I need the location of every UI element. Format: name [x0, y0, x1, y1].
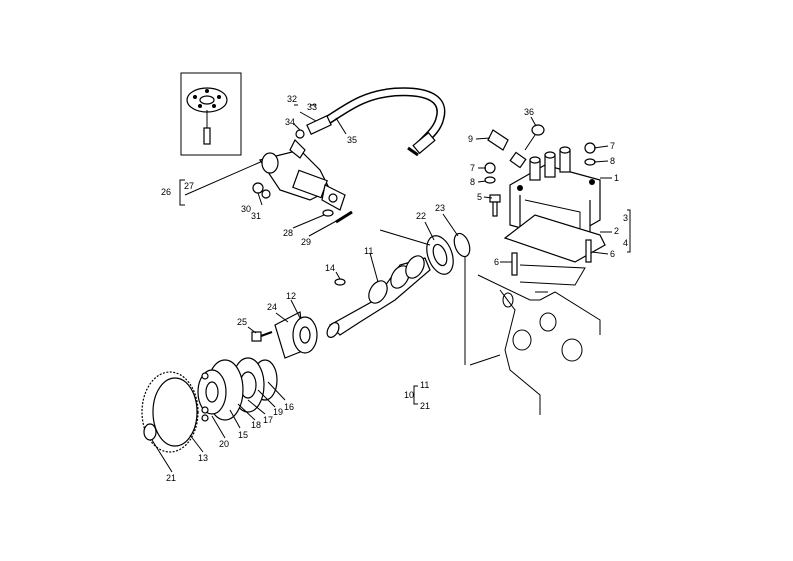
callout-1: 1 — [614, 173, 619, 183]
hub-12 — [292, 316, 318, 354]
callout-14: 14 — [325, 263, 335, 273]
callout-25: 25 — [237, 317, 247, 327]
callout-4: 4 — [623, 238, 628, 248]
callout-35: 35 — [347, 135, 357, 145]
callout-20: 20 — [219, 439, 229, 449]
bracket-26 — [179, 179, 185, 206]
callout-6: 6 — [610, 249, 615, 259]
callout-8: 8 — [610, 156, 615, 166]
callout-30: 30 — [241, 204, 251, 214]
callout-23: 23 — [435, 203, 445, 213]
callout-labels: 1 2 3 4 5 6 6 7 7 8 8 9 10 11 11 12 13 1… — [161, 94, 628, 483]
fuel-hose — [306, 87, 446, 157]
callout-2: 2 — [614, 226, 619, 236]
callout-12: 12 — [286, 291, 296, 301]
bracket-10 — [413, 385, 418, 405]
callout-11: 11 — [420, 380, 429, 390]
bolt-25 — [251, 331, 273, 342]
bracket-3-4 — [627, 209, 631, 253]
bolt-30-31 — [252, 182, 271, 199]
bearing-22 — [426, 235, 454, 275]
callout-31: 31 — [251, 211, 261, 221]
callout-17: 17 — [263, 415, 273, 425]
callout-28: 28 — [283, 228, 293, 238]
callout-13: 13 — [198, 453, 208, 463]
callout-3: 3 — [623, 213, 628, 223]
callout-21: 21 — [166, 473, 176, 483]
callout-19: 19 — [273, 407, 283, 417]
leader-lines — [151, 111, 612, 473]
callout-7: 7 — [610, 141, 615, 151]
callout-36: 36 — [524, 107, 534, 117]
callout-16: 16 — [284, 402, 294, 412]
inset-gasket-detail — [180, 72, 242, 156]
callout-10: 10 — [404, 390, 414, 400]
pump-fittings — [484, 124, 596, 184]
callout-22: 22 — [416, 211, 426, 221]
callout-26: 26 — [161, 187, 171, 197]
bolt-5 — [489, 194, 501, 217]
drive-gear-13 — [141, 371, 199, 453]
key-14 — [334, 278, 346, 286]
callout-21: 21 — [420, 401, 430, 411]
studs-6 — [511, 239, 592, 276]
callout-24: 24 — [267, 302, 277, 312]
callout-5: 5 — [477, 192, 482, 202]
callout-29: 29 — [301, 237, 311, 247]
callout-9: 9 — [468, 134, 473, 144]
callout-27: 27 — [184, 181, 194, 191]
ring-23 — [453, 232, 471, 258]
callout-34: 34 — [285, 117, 295, 127]
camshaft — [326, 255, 431, 338]
feed-pump — [259, 129, 346, 211]
callout-11: 11 — [364, 246, 373, 256]
timer-assembly — [197, 357, 278, 422]
callout-6: 6 — [494, 257, 499, 267]
callout-32: 32 — [287, 94, 297, 104]
callout-8: 8 — [470, 177, 475, 187]
stud-28-29 — [322, 209, 353, 224]
injection-pump — [503, 146, 606, 263]
callout-33: 33 — [307, 102, 317, 112]
callout-15: 15 — [238, 430, 248, 440]
gear-housing — [464, 240, 601, 415]
callout-18: 18 — [251, 420, 261, 430]
callout-7: 7 — [470, 163, 475, 173]
